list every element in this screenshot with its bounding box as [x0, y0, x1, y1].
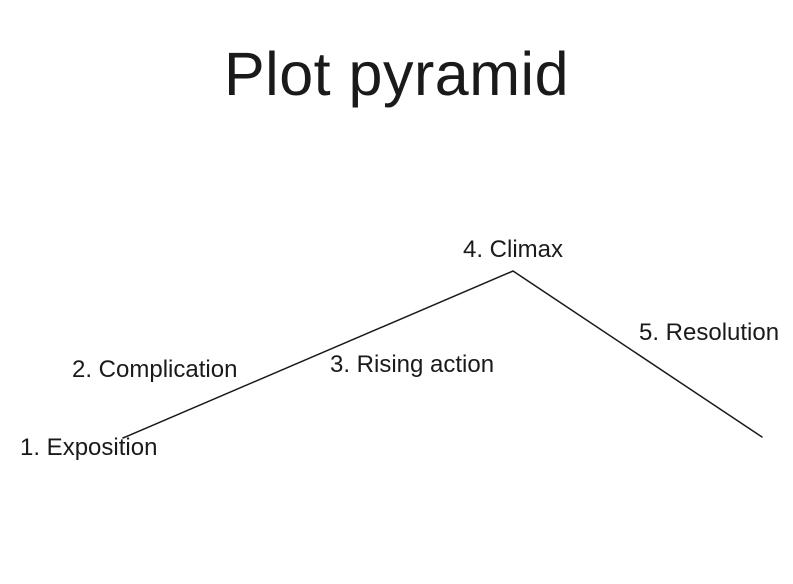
- stage-label-rising-action: 3. Rising action: [330, 351, 495, 378]
- stage-label-resolution: 5. Resolution: [639, 319, 780, 346]
- stage-label-exposition: 1. Exposition: [20, 434, 158, 461]
- pyramid-line: [122, 270, 763, 439]
- stage-label-climax: 4. Climax: [463, 236, 564, 263]
- stage-label-complication: 2. Complication: [72, 356, 238, 383]
- slide-title: Plot pyramid: [223, 40, 569, 108]
